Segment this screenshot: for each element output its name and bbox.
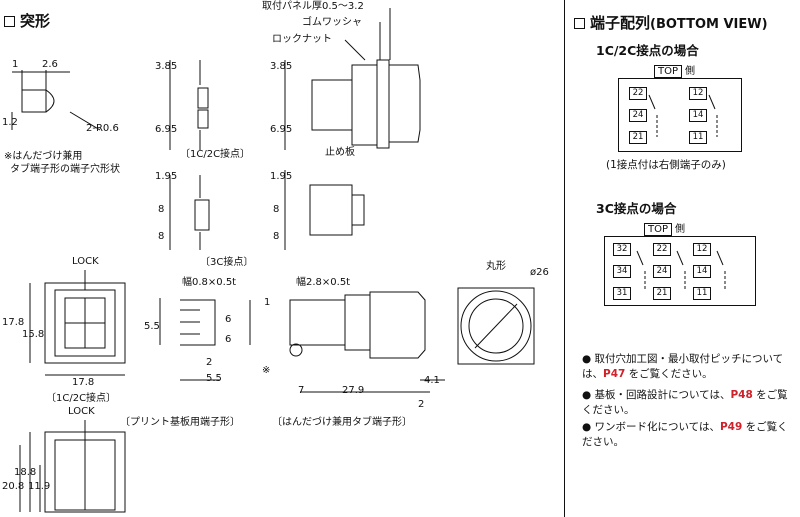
section-3c: 3C接点の場合: [596, 201, 677, 216]
pin-24-b: 24: [653, 265, 671, 278]
pin-12: 12: [689, 87, 707, 100]
bullet-p49: ● ワンボード化については、P49 をご覧ください。: [582, 421, 788, 448]
pin-34: 34: [613, 265, 631, 278]
dim-3-85-a: 3.85: [155, 61, 178, 72]
label-1c2c-a: 〔1C/2C接点〕: [180, 149, 251, 160]
label-stopper: 止め板: [325, 147, 355, 158]
dim-4-1: 4.1: [424, 375, 440, 386]
dim-2: 2: [206, 357, 213, 368]
dim-8-c: 8: [273, 204, 280, 215]
note-1contact: (1接点付は右側端子のみ): [606, 159, 726, 171]
bullet-p48: ● 基板・回路設計については、P48 をご覧ください。: [582, 389, 788, 416]
label-1c2c-b: 〔1C/2C接点〕: [46, 393, 117, 404]
pin-22-b: 22: [653, 243, 671, 256]
dim-6-b: 6: [225, 334, 232, 345]
section-square-icon: [574, 18, 585, 29]
label-round: 丸形: [486, 261, 506, 272]
dim-1-s: 1: [264, 297, 271, 308]
pin-31: 31: [613, 287, 631, 300]
right-panel: [564, 0, 800, 517]
dim-1-2: 1.2: [2, 117, 18, 128]
section-square-icon: [4, 16, 15, 27]
terminal-diagram-1c2c: 22 24 21 12 14 11: [618, 78, 742, 152]
label-width-08: 幅0.8×0.5t: [182, 277, 237, 288]
dim-15-8: 15.8: [22, 329, 45, 340]
dim-5-5-h: 5.5: [206, 373, 222, 384]
label-rubber: ゴムワッシャ: [302, 17, 362, 28]
pin-12-b: 12: [693, 243, 711, 256]
pin-14: 14: [689, 109, 707, 122]
pin-11: 11: [689, 131, 707, 144]
terminal-heading: 端子配列(BOTTOM VIEW): [574, 12, 768, 33]
dim-1-95-b: 1.95: [270, 171, 293, 182]
label-pcb: 〔プリント基板用端子形〕: [120, 417, 240, 428]
label-panel: 取付パネル厚0.5～3.2: [262, 1, 364, 12]
pin-24: 24: [629, 109, 647, 122]
note-tab-hole-1: ※はんだづけ兼用: [4, 151, 83, 162]
link-p49[interactable]: P49: [719, 421, 743, 433]
link-p48[interactable]: P48: [730, 389, 753, 401]
dim-dia-26: ø26: [530, 267, 549, 278]
dim-27-9: 27.9: [342, 385, 365, 396]
dim-8-b: 8: [158, 231, 165, 242]
pin-22: 22: [629, 87, 647, 100]
dim-8-d: 8: [273, 231, 280, 242]
dim-5-5-v: 5.5: [144, 321, 160, 332]
dim-6-95-a: 6.95: [155, 124, 178, 135]
dim-20-8: 20.8: [2, 481, 25, 492]
label-3c: 〔3C接点〕: [200, 257, 254, 268]
pin-21-b: 21: [653, 287, 671, 300]
dim-11-9: 11.9: [28, 481, 51, 492]
section-1c2c: 1C/2C接点の場合: [596, 43, 699, 58]
left-heading: 突形: [4, 10, 50, 31]
label-locknut: ロックナット: [272, 34, 332, 45]
note-tab-hole-2: タブ端子形の端子穴形状: [10, 164, 120, 175]
pin-11-b: 11: [693, 287, 711, 300]
dim-6-95-b: 6.95: [270, 124, 293, 135]
pin-21: 21: [629, 131, 647, 144]
asterisk-label: ※: [262, 365, 271, 376]
dim-2-b: 2: [418, 399, 425, 410]
dim-3-85-b: 3.85: [270, 61, 293, 72]
pin-14-b: 14: [693, 265, 711, 278]
link-p47[interactable]: P47: [603, 368, 626, 380]
dim-8-a: 8: [158, 204, 165, 215]
dim-7: 7: [298, 385, 305, 396]
dim-radius: 2-R0.6: [86, 123, 119, 134]
terminal-diagram-3c: 32 34 31 22 24 21 12 14 11: [604, 236, 756, 306]
dim-18-8: 18.8: [14, 467, 37, 478]
terminal-heading-sub: (BOTTOM VIEW): [650, 17, 768, 32]
lock-label-a: LOCK: [72, 256, 99, 267]
label-solder: 〔はんだづけ兼用タブ端子形〕: [272, 417, 412, 428]
dimension-drawings: [11, 8, 535, 513]
dim-17-8-h: 17.8: [72, 377, 95, 388]
label-width-28: 幅2.8×0.5t: [296, 277, 351, 288]
pin-32: 32: [613, 243, 631, 256]
dim-6-a: 6: [225, 314, 232, 325]
dim-1-95-a: 1.95: [155, 171, 178, 182]
lock-label-b: LOCK: [68, 406, 95, 417]
dim-1: 1: [12, 59, 19, 70]
bullet-p47: ● 取付穴加工図・最小取付ピッチについては、P47 をご覧ください。: [582, 353, 784, 380]
dim-17-8-v: 17.8: [2, 317, 25, 328]
dim-2-6: 2.6: [42, 59, 58, 70]
